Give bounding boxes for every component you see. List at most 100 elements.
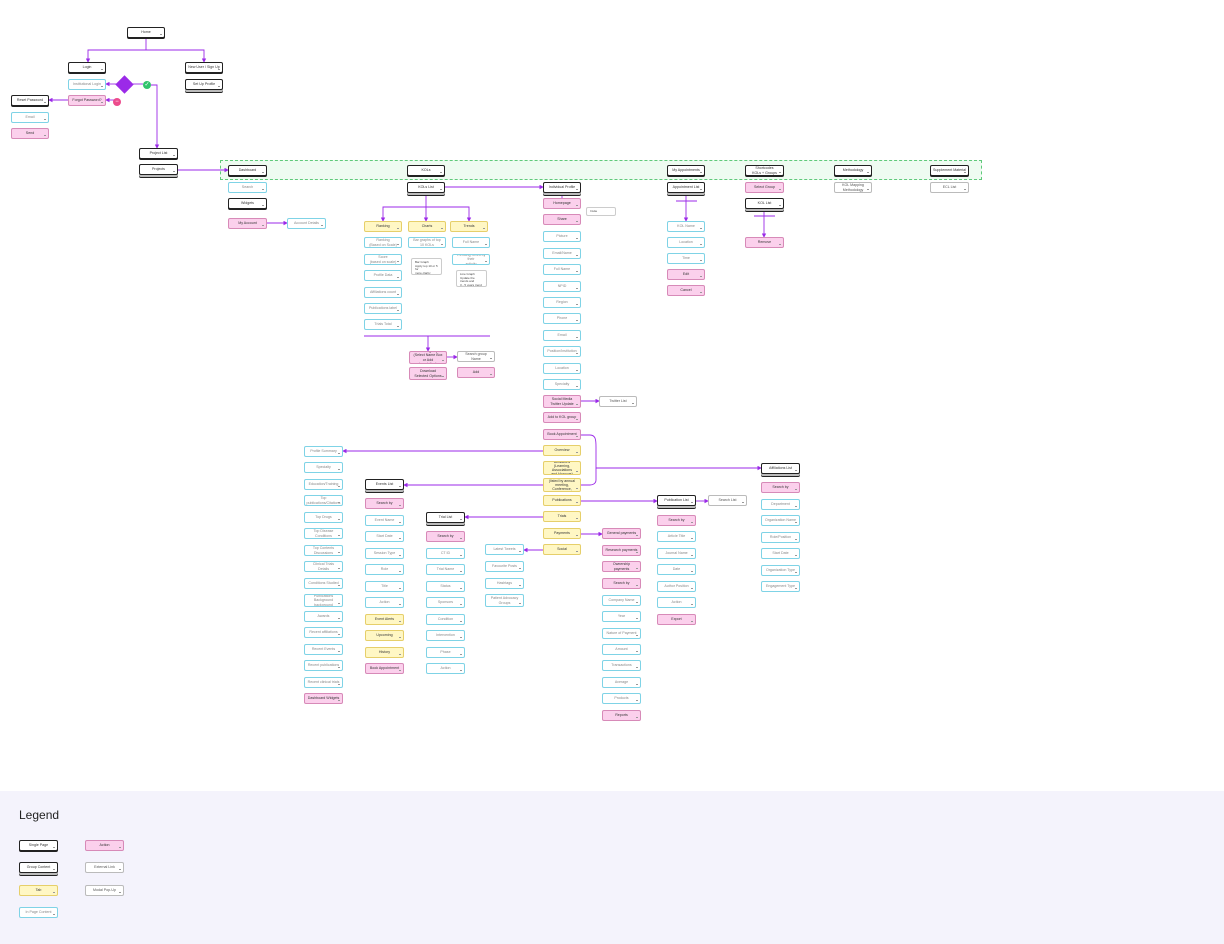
node-institutional-login: Institutional Login: [68, 79, 106, 90]
node-shortcodes[interactable]: Shortcodes KOLs + Groups: [745, 165, 784, 176]
node-add-to-group[interactable]: Add to group (Select Name Box or Add to …: [409, 351, 447, 364]
node-p-recent-trials: Recent clinical trials: [304, 677, 343, 688]
node-reset-password[interactable]: Reset Password: [11, 95, 49, 106]
node-affiliations[interactable]: Affiliations (Learning, Associations and…: [543, 461, 581, 475]
node-setup-profile[interactable]: Set Up Profile: [185, 79, 223, 90]
node-widgets[interactable]: Widgets: [228, 198, 267, 209]
node-note-invite: Invite: [586, 207, 616, 216]
node-trials[interactable]: Trials: [543, 511, 581, 522]
node-e-upcoming[interactable]: Upcoming: [365, 630, 404, 641]
node-add[interactable]: Add: [457, 367, 495, 378]
node-s-patient-advocacy: Patient Advocacy Groups: [485, 594, 524, 607]
node-methodology[interactable]: Methodology: [834, 165, 872, 176]
node-twitter-list[interactable]: Twitter List: [599, 396, 637, 407]
node-login[interactable]: Login: [68, 62, 106, 73]
node-pay-search-by[interactable]: Search by: [602, 578, 641, 589]
node-pay-reports[interactable]: Reports: [602, 710, 641, 721]
node-project-list[interactable]: Project List: [139, 148, 178, 159]
node-sl-department: Department: [761, 499, 800, 510]
node-trends[interactable]: Trends: [450, 221, 488, 232]
node-homepage[interactable]: Homepage: [543, 198, 581, 209]
node-social[interactable]: Social: [543, 544, 581, 555]
node-e-event-alerts[interactable]: Event Alerts: [365, 614, 404, 625]
node-p-recent-events: Recent Events: [304, 644, 343, 655]
node-publication-list[interactable]: Publication List: [657, 495, 696, 506]
node-bar-graph-top: Bar graphs of top 10 KOLs: [408, 237, 446, 248]
node-cancel[interactable]: Cancel: [667, 285, 705, 296]
node-search-group-name[interactable]: Search group Name: [457, 351, 495, 362]
node-charts[interactable]: Charts: [408, 221, 446, 232]
node-events-list[interactable]: Events List: [365, 479, 404, 490]
node-e-search-by[interactable]: Search by: [365, 498, 404, 509]
node-add-to-kol-group[interactable]: Add to KOL group: [543, 412, 581, 423]
node-home[interactable]: Home: [127, 27, 165, 38]
connector-2: [146, 49, 207, 63]
node-p-dashboard-widgets[interactable]: Dashboard Widgets: [304, 693, 343, 704]
node-p-recent-publications: Recent publications: [304, 660, 343, 671]
node-p-top-trials: Top Contents Discussions: [304, 545, 343, 556]
node-line-graph-note: Line Graph Update the trends and 3 - 5 y…: [456, 270, 487, 287]
node-pub-export[interactable]: Export: [657, 614, 696, 625]
node-kols[interactable]: KOLs: [407, 165, 445, 176]
node-edit[interactable]: Edit: [667, 269, 705, 280]
node-publications[interactable]: Publications: [543, 495, 581, 506]
node-pay-transactions: Transactions: [602, 660, 641, 671]
node-p-publications-background: Publications Background background: [304, 594, 343, 607]
node-sl-search[interactable]: Search by: [761, 482, 800, 493]
node-projects[interactable]: Projects: [139, 164, 178, 175]
node-payments[interactable]: Payments: [543, 528, 581, 539]
legend-group-content: Group Content: [19, 862, 58, 873]
node-time: Time: [667, 253, 705, 264]
node-sl-org-name: Organization Name: [761, 515, 800, 526]
node-p-recent-affiliations: Recent affiliations: [304, 627, 343, 638]
node-kol-mapping[interactable]: KOL Mapping Methodology: [834, 182, 872, 193]
node-e-history[interactable]: History: [365, 647, 404, 658]
node-send[interactable]: Send: [11, 128, 49, 139]
node-share[interactable]: Share: [543, 214, 581, 225]
node-my-account[interactable]: My Account: [228, 218, 267, 229]
node-email-name: Email/Name: [543, 248, 581, 259]
node-e-role: Role: [365, 564, 404, 575]
node-pay-average: Average: [602, 677, 641, 688]
legend-modal-popup: Modal Pop-Up: [85, 885, 124, 896]
node-t-phase: Phase: [426, 647, 465, 658]
node-download-selected[interactable]: Download Selected Options: [409, 367, 447, 380]
node-social-media[interactable]: Social Media Twitter Update: [543, 395, 581, 408]
legend-title: Legend: [19, 808, 60, 822]
node-appointment-list[interactable]: Appointment List: [667, 182, 705, 193]
node-overview[interactable]: Overview: [543, 445, 581, 456]
connector-23: [581, 434, 762, 471]
node-dashboard[interactable]: Dashboard: [228, 165, 267, 176]
node-kol-list[interactable]: KOL List: [745, 198, 784, 209]
node-t-search-by[interactable]: Search by: [426, 531, 465, 542]
node-events[interactable]: Events (listed by annual meeting, Confer…: [543, 478, 581, 492]
node-full-name-trends: Full Name: [452, 237, 490, 248]
node-search-list[interactable]: Search List: [708, 495, 747, 506]
node-e-action: Action: [365, 597, 404, 608]
node-e-book[interactable]: Book Appointment: [365, 663, 404, 674]
node-book-appointment[interactable]: Book Appointment: [543, 429, 581, 440]
legend-single-page: Single Page: [19, 840, 58, 851]
node-pay-ownership[interactable]: Ownership payments: [602, 561, 641, 572]
node-remove[interactable]: Remove: [745, 237, 784, 248]
node-pay-products: Products: [602, 693, 641, 704]
legend-in-page-content: In Page Content: [19, 907, 58, 918]
node-affiliations-list[interactable]: Affiliations List: [761, 463, 800, 474]
node-individual-profile[interactable]: Individual Profile: [543, 182, 581, 193]
node-kols-list[interactable]: KOLs List: [407, 182, 445, 193]
node-supplement[interactable]: Supplement Material: [930, 165, 969, 176]
node-trial-list[interactable]: Trial List: [426, 512, 465, 523]
node-pay-general[interactable]: General payments: [602, 528, 641, 539]
node-select-group[interactable]: Select Group: [745, 182, 784, 193]
node-pay-research[interactable]: Research payments: [602, 545, 641, 556]
node-my-appointments[interactable]: My Appointments: [667, 165, 705, 176]
legend-tab: Tab: [19, 885, 58, 896]
node-ranking-based-on: Ranking (Based on Scale): [364, 237, 402, 248]
node-new-user[interactable]: New User / Sign Up: [185, 62, 223, 73]
node-e-title: Title: [365, 581, 404, 592]
node-ecl-list[interactable]: ECL List: [930, 182, 969, 193]
node-ranking[interactable]: Ranking: [364, 221, 402, 232]
node-forgot-password[interactable]: Forgot Password?: [68, 95, 106, 106]
node-pub-search-by[interactable]: Search by: [657, 515, 696, 526]
